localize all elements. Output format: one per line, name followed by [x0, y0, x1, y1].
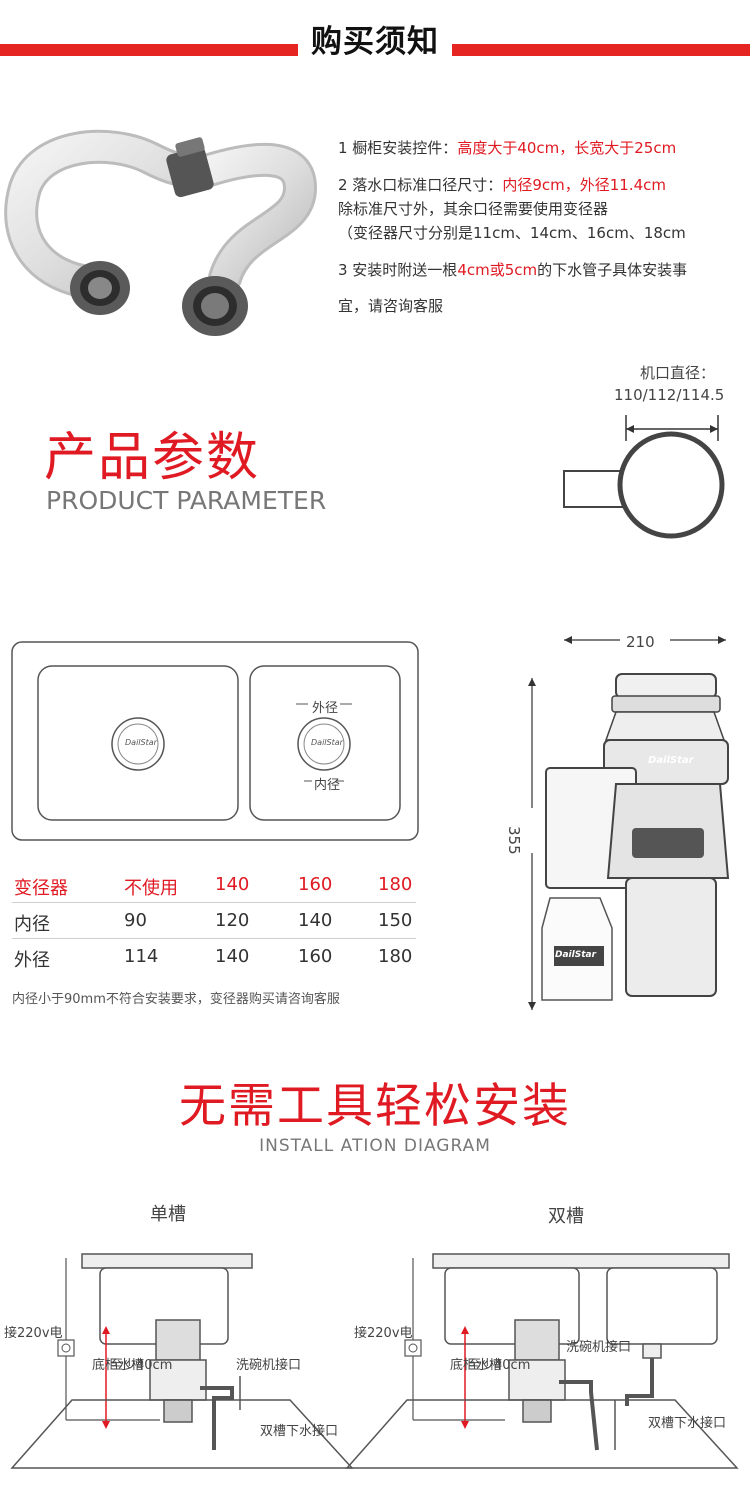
sink-brand-logo-right: DailStar — [311, 738, 343, 747]
disposer-side-view — [528, 636, 730, 1010]
note-2-prefix: 2 落水口标准口径尺寸： — [338, 176, 503, 194]
double-min-height-label: 至少40cm — [468, 1358, 531, 1373]
table-row-divider — [12, 938, 416, 939]
single-drain-label: 双槽下水接口 — [260, 1424, 339, 1439]
table-cell: 160 — [298, 946, 333, 967]
note-2-inner-highlight: 内径9cm， — [502, 176, 580, 194]
note-1-highlight: 高度大于40cm，长宽大于25cm — [457, 139, 677, 157]
table-header-cell: 180 — [378, 874, 413, 895]
double-dishwasher-label: 洗碗机接口 — [566, 1340, 632, 1355]
sink-brand-logo-left: DailStar — [125, 738, 157, 747]
table-cell: 外径 — [14, 950, 50, 971]
single-sink-install-diagram — [10, 1253, 354, 1469]
table-cell: 90 — [124, 910, 147, 931]
table-row-divider — [12, 902, 416, 903]
table-cell: 114 — [124, 946, 159, 967]
single-min-height-label: 至少40cm — [110, 1358, 173, 1373]
note-line-4: （变径器尺寸分别是11cm、14cm、16cm、18cm — [338, 224, 686, 242]
note-line-2: 2 落水口标准口径尺寸：内径9cm，外径11.4cm — [338, 173, 666, 197]
product-parameter-subtitle: PRODUCT PARAMETER — [46, 486, 327, 515]
outer-diameter-label: 外径 — [312, 701, 339, 716]
width-dimension-value: 210 — [626, 633, 655, 651]
double-sink-label: 双槽 — [548, 1206, 584, 1227]
double-cabinet-label: 底柜水槽 — [450, 1358, 503, 1373]
table-cell: 140 — [298, 910, 333, 931]
table-cell: 180 — [378, 946, 413, 967]
height-dimension-value: 355 — [505, 826, 523, 855]
single-sink-label: 单槽 — [150, 1204, 186, 1225]
disposer-brand-logo: DailStar — [648, 755, 694, 766]
mouth-diameter-value: 110/112/114.5 — [614, 386, 725, 404]
note-2-outer-highlight: 外径11.4cm — [579, 176, 666, 194]
install-subtitle: INSTALL ATION DIAGRAM — [259, 1136, 491, 1156]
sink-top-view-diagram — [11, 641, 419, 841]
table-cell: 140 — [215, 946, 250, 967]
table-header-cell: 变径器 — [14, 878, 68, 899]
bottle-brand-logo: DailStar — [555, 950, 597, 960]
inner-diameter-label: 内径 — [314, 778, 341, 793]
double-power-label: 接220v电 — [354, 1326, 413, 1341]
header-title-background — [298, 12, 452, 58]
drain-hose-illustration — [4, 129, 318, 336]
single-power-label: 接220v电 — [4, 1326, 63, 1341]
mouth-diameter-diagram — [563, 415, 725, 539]
note-5-highlight: 4cm或5cm — [457, 261, 538, 279]
note-line-1: 1 橱柜安装控件：高度大于40cm，长宽大于25cm — [338, 136, 676, 160]
note-5-prefix: 3 安装时附送一根 — [338, 261, 458, 279]
single-dishwasher-label: 洗碗机接口 — [236, 1358, 302, 1373]
table-cell: 内径 — [14, 914, 50, 935]
double-drain-label: 双槽下水接口 — [648, 1416, 727, 1431]
note-line-5: 3 安装时附送一根4cm或5cm的下水管子具体安装事 — [338, 258, 687, 282]
mouth-diameter-label: 机口直径： — [640, 364, 716, 382]
table-cell: 150 — [378, 910, 413, 931]
table-header-cell: 不使用 — [124, 878, 178, 899]
table-header-cell: 140 — [215, 874, 250, 895]
spec-table-note: 内径小于90mm不符合安装要求，变径器购买请咨询客服 — [12, 992, 340, 1007]
note-line-6: 宜，请咨询客服 — [338, 297, 444, 315]
note-5-suffix: 的下水管子具体安装事 — [537, 261, 688, 279]
header-title: 购买须知 — [311, 24, 439, 60]
note-1-prefix: 1 橱柜安装控件： — [338, 139, 458, 157]
single-cabinet-label: 底柜水槽 — [92, 1358, 145, 1373]
product-parameter-title: 产品参数 — [44, 428, 261, 488]
double-sink-install-diagram — [345, 1253, 739, 1469]
note-line-3: 除标准尺寸外，其余口径需要使用变径器 — [338, 200, 609, 218]
install-title: 无需工具轻松安装 — [179, 1079, 571, 1134]
table-cell: 120 — [215, 910, 250, 931]
table-header-cell: 160 — [298, 874, 333, 895]
